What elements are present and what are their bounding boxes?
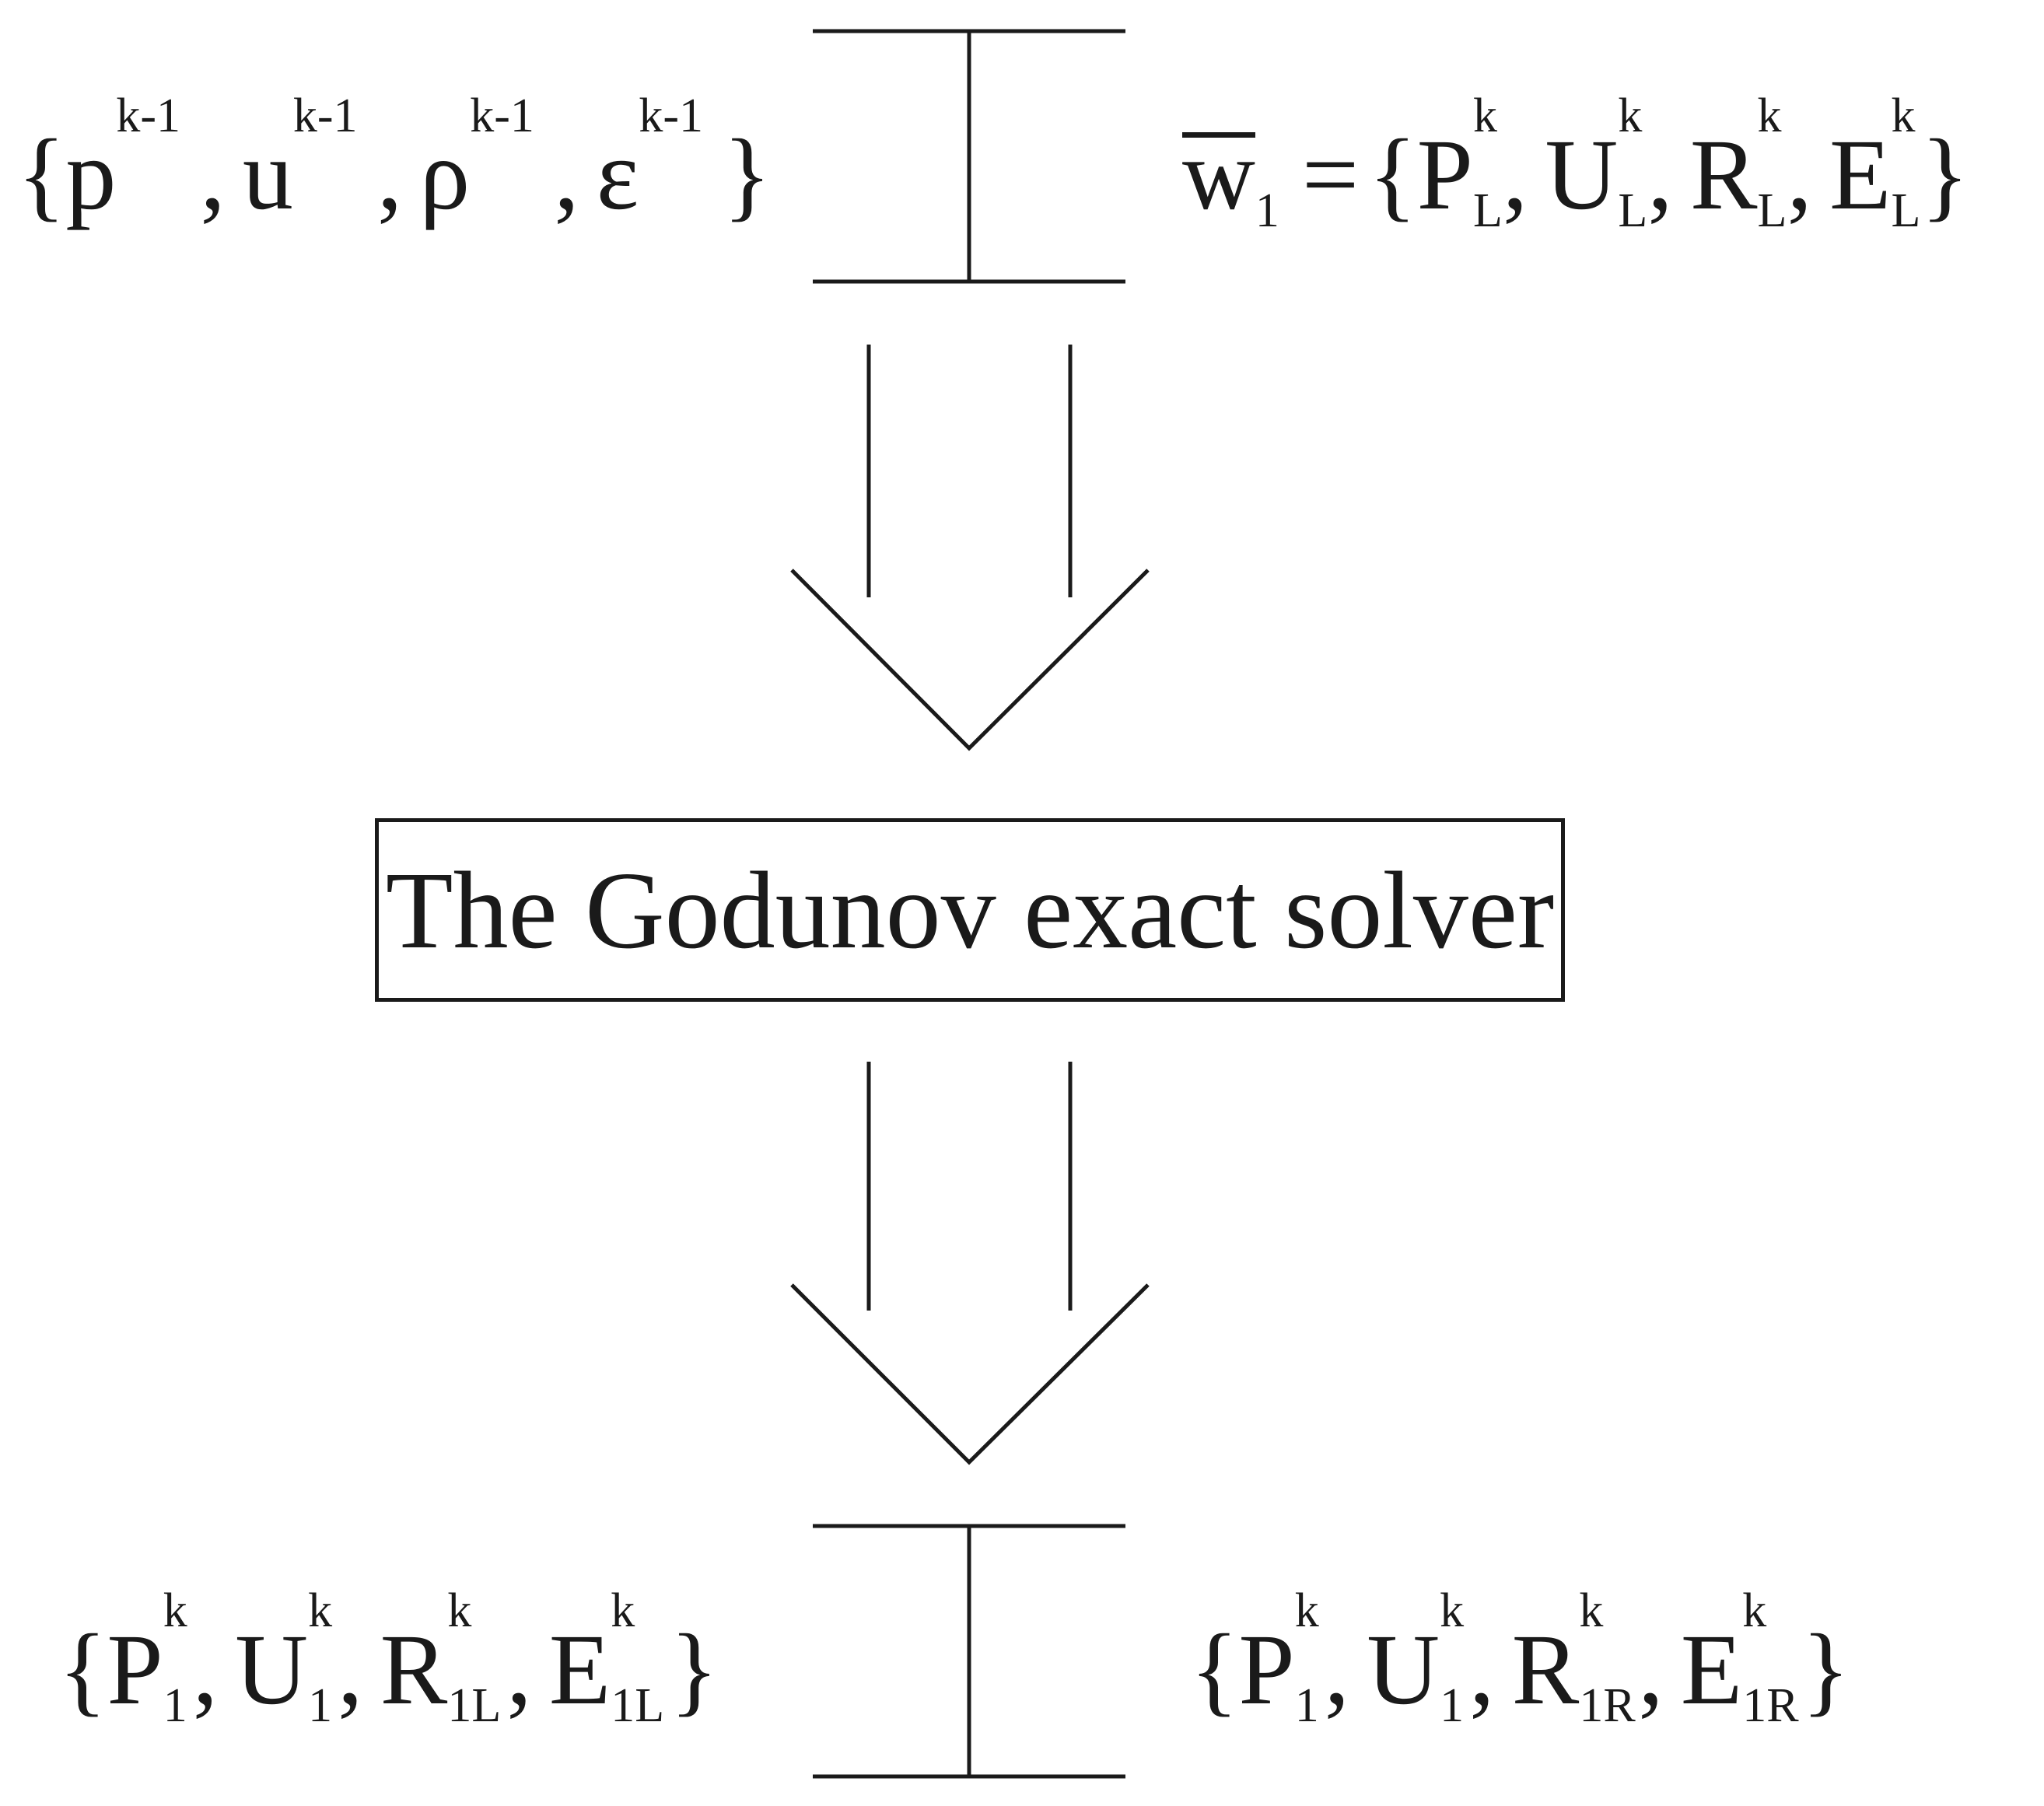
- variable-subscript: L: [1618, 184, 1648, 237]
- variable-base: U: [235, 1614, 309, 1726]
- variable-base: R: [380, 1614, 448, 1726]
- bottom-interface-symbol: [813, 1524, 1125, 1779]
- variable-superscript: k: [1891, 89, 1916, 142]
- variable-superscript: k: [1472, 89, 1497, 142]
- close-brace: }: [723, 119, 772, 231]
- variable-superscript: k: [1618, 89, 1643, 142]
- lower-flow-arrow: [790, 1062, 1150, 1465]
- variable-base: U: [1545, 119, 1619, 231]
- variable-subscript: 1: [163, 1679, 187, 1732]
- solver-label: The Godunov exact solver: [385, 849, 1555, 971]
- variable-subscript: 1R: [1742, 1679, 1799, 1732]
- variable-base: P: [107, 1614, 163, 1726]
- variable-superscript: k: [1440, 1584, 1465, 1637]
- variable-superscript: k-1: [292, 89, 358, 142]
- variable-superscript: k: [1742, 1584, 1767, 1637]
- separator-comma: ,: [1324, 1614, 1350, 1726]
- variable-subscript: 1L: [611, 1679, 665, 1732]
- variable-subscript: 1: [1440, 1679, 1465, 1732]
- upper-arrow-head: [790, 569, 1150, 751]
- variable-base: ε: [596, 119, 639, 231]
- separator-comma: ,: [1638, 1614, 1664, 1726]
- variable-subscript: L: [1891, 184, 1921, 237]
- variable-base: P: [1416, 119, 1473, 231]
- close-brace: }: [1801, 1614, 1850, 1726]
- variable-base: ρ: [419, 119, 471, 231]
- variable-superscript: k: [308, 1584, 333, 1637]
- equals-sign: =: [1301, 119, 1360, 231]
- separator-comma: ,: [338, 1614, 363, 1726]
- variable-superscript: k-1: [639, 89, 704, 142]
- variable-subscript: 1: [1294, 1679, 1319, 1732]
- close-brace: }: [670, 1614, 719, 1726]
- variable-base: E: [548, 1614, 611, 1726]
- separator-comma: ,: [200, 119, 226, 231]
- variable-base: P: [1238, 1614, 1295, 1726]
- lower-arrow-head: [790, 1283, 1150, 1465]
- open-brace: {: [1368, 119, 1417, 231]
- variable-base: R: [1689, 119, 1758, 231]
- variable-subscript: 1: [1255, 184, 1279, 237]
- separator-comma: ,: [1647, 119, 1673, 231]
- variable-subscript: 1R: [1579, 1679, 1636, 1732]
- godunov-solver-box: The Godunov exact solver: [375, 818, 1565, 1002]
- top-interface-symbol: [813, 29, 1125, 284]
- overbar: [1182, 132, 1255, 138]
- variable-superscript: k: [447, 1584, 472, 1637]
- variable-superscript: k: [1579, 1584, 1604, 1637]
- variable-subscript: L: [1472, 184, 1503, 237]
- separator-comma: ,: [506, 1614, 532, 1726]
- variable-superscript: k: [163, 1584, 187, 1637]
- variable-superscript: k: [1757, 89, 1782, 142]
- variable-base: U: [1367, 1614, 1440, 1726]
- variable-base: E: [1829, 119, 1892, 231]
- variable-subscript: 1L: [447, 1679, 502, 1732]
- variable-subscript: L: [1757, 184, 1787, 237]
- variable-base: E: [1680, 1614, 1743, 1726]
- variable-base: R: [1511, 1614, 1580, 1726]
- separator-comma: ,: [376, 119, 403, 231]
- upper-flow-arrow: [790, 345, 1150, 751]
- variable-subscript: 1: [308, 1679, 333, 1732]
- variable-superscript: k: [1294, 1584, 1319, 1637]
- variable-superscript: k-1: [470, 89, 534, 142]
- variable-superscript: k-1: [116, 89, 181, 142]
- separator-comma: ,: [554, 119, 579, 231]
- variable-base: w: [1182, 119, 1255, 231]
- open-brace: {: [58, 1614, 107, 1726]
- variable-base: p: [65, 119, 117, 231]
- separator-comma: ,: [1787, 119, 1813, 231]
- open-brace: {: [1190, 1614, 1239, 1726]
- separator-comma: ,: [1502, 119, 1528, 231]
- close-brace: }: [1920, 119, 1969, 231]
- open-brace: {: [17, 119, 66, 231]
- separator-comma: ,: [192, 1614, 219, 1726]
- variable-superscript: k: [611, 1584, 635, 1637]
- variable-base: u: [242, 119, 293, 231]
- separator-comma: ,: [1469, 1614, 1495, 1726]
